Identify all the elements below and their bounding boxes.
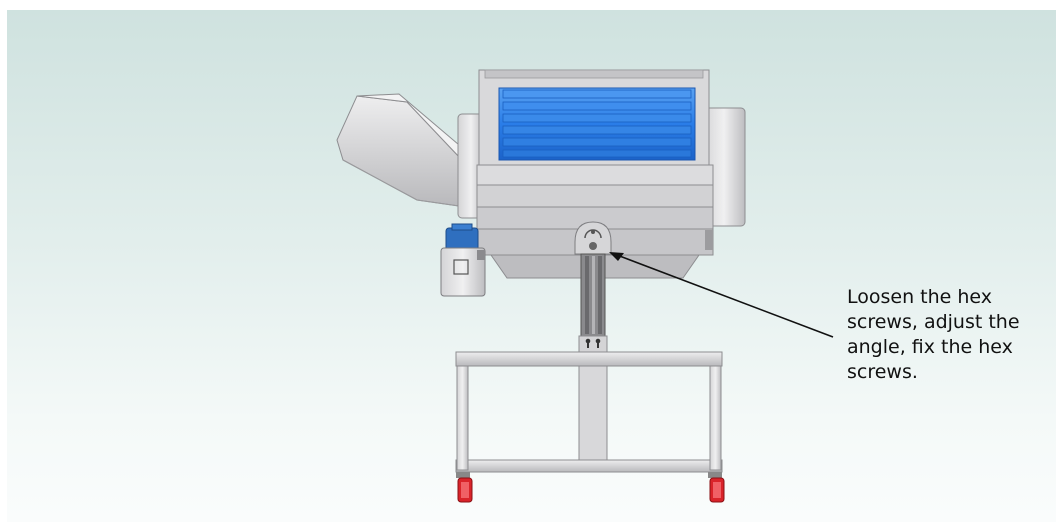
callout-arrow: [609, 252, 834, 338]
wheel-left: [456, 472, 473, 503]
base-frame: [455, 351, 723, 473]
wheel-right: [708, 472, 725, 503]
blue-drum: [498, 87, 696, 161]
figure-canvas: Loosen the hex screws, adjust the angle,…: [7, 10, 1056, 522]
motor: [440, 223, 486, 297]
annotation-text: Loosen the hex screws, adjust the angle,…: [847, 286, 1020, 383]
pivot-bracket: [574, 221, 612, 255]
machine-drawing: [336, 69, 834, 503]
feed-chute: [336, 93, 466, 207]
main-body: [476, 164, 714, 279]
